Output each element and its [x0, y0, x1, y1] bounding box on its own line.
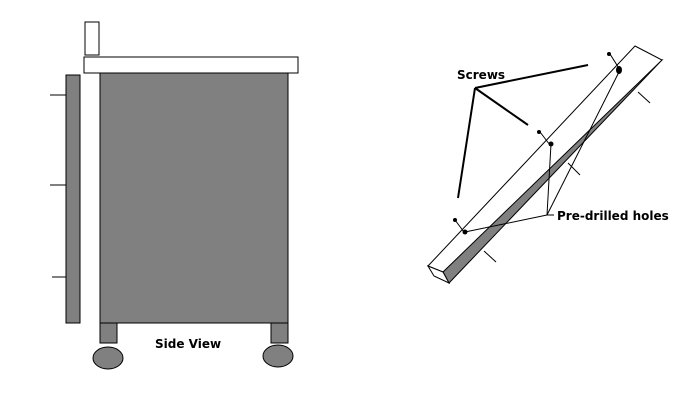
rail-front-face — [442, 59, 664, 284]
cabinet-body — [99, 72, 289, 324]
side-view-label: Side View — [155, 337, 221, 351]
screw-bottom-head — [453, 218, 457, 222]
caster-wheel-right — [262, 344, 294, 368]
screw-top-head — [607, 52, 611, 56]
hole-top — [616, 66, 622, 74]
screw-bottom — [454, 219, 465, 233]
screws-label: Screws — [457, 68, 505, 82]
screw-middle-head — [537, 130, 541, 134]
cabinet-side-view — [50, 21, 299, 370]
rail-tick-2 — [567, 162, 581, 176]
hole-leader-a — [546, 143, 552, 216]
rail-detail — [426, 45, 664, 285]
hole-leader-c — [464, 214, 548, 233]
side-panel — [65, 74, 81, 324]
pre-drilled-holes-label: Pre-drilled holes — [557, 209, 669, 223]
screw-leader-c — [457, 87, 476, 199]
screw-middle — [539, 131, 551, 146]
caster-leg-left — [99, 322, 118, 344]
rail-tick-1 — [637, 91, 651, 104]
top-tab — [84, 21, 100, 56]
screw-leader-a — [474, 64, 589, 89]
screw-leader-b — [474, 87, 529, 126]
rail-tick-3 — [483, 250, 497, 263]
hole-leader-b — [546, 69, 621, 216]
rail-end-cap — [426, 264, 451, 285]
caster-leg-right — [270, 322, 289, 344]
caster-wheel-left — [92, 346, 124, 370]
top-board — [83, 56, 299, 74]
